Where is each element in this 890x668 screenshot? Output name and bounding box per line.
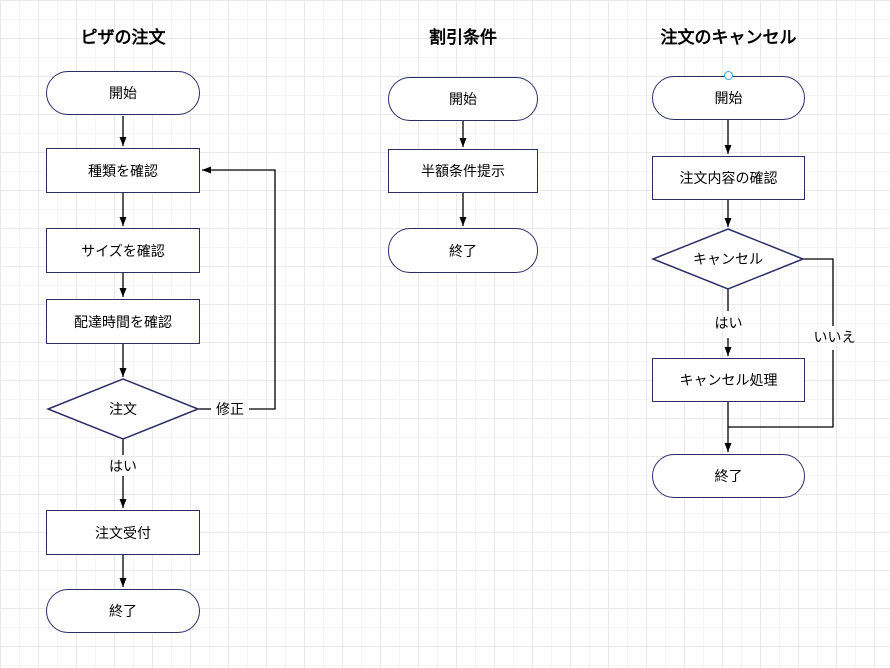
node-c3-confirm-contents[interactable]: 注文内容の確認 [652, 156, 805, 200]
edge-c3-decision-no-lower[interactable] [728, 350, 834, 428]
chart2-title[interactable]: 割引条件 [429, 28, 497, 47]
edge-label-c3-yes[interactable]: はい [714, 315, 743, 331]
node-c1-decision-order-label[interactable]: 注文 [109, 401, 137, 417]
node-c2-show-half-price[interactable]: 半額条件提示 [388, 149, 538, 193]
node-c1-start[interactable]: 開始 [46, 71, 200, 115]
node-c3-start[interactable]: 開始 [652, 76, 805, 120]
chart1-title[interactable]: ピザの注文 [80, 28, 166, 47]
edge-c1-revise-loop[interactable] [202, 166, 276, 410]
edge-label-c1-revise[interactable]: 修正 [216, 401, 244, 417]
node-c3-decision-cancel-shape[interactable] [650, 228, 806, 290]
node-c1-check-type[interactable]: 種類を確認 [46, 148, 200, 193]
node-c1-check-size[interactable]: サイズを確認 [46, 228, 200, 273]
connection-point-icon[interactable] [724, 71, 733, 80]
node-c2-start[interactable]: 開始 [388, 77, 538, 121]
node-c1-accept-order[interactable]: 注文受付 [46, 510, 200, 555]
node-c1-end[interactable]: 終了 [46, 589, 200, 633]
node-c2-end[interactable]: 終了 [388, 228, 538, 273]
node-c3-end[interactable]: 終了 [652, 454, 805, 498]
node-c1-check-delivery[interactable]: 配達時間を確認 [46, 299, 200, 344]
node-c3-decision-cancel-label[interactable]: キャンセル [693, 251, 763, 267]
edge-c3-decision-no-upper[interactable] [803, 258, 834, 326]
edge-label-c3-no[interactable]: いいえ [813, 329, 856, 345]
node-c1-decision-order-shape[interactable] [45, 378, 201, 440]
node-c3-cancel-process[interactable]: キャンセル処理 [652, 358, 805, 402]
chart3-title[interactable]: 注文のキャンセル [660, 28, 797, 47]
edge-label-c1-yes[interactable]: はい [109, 458, 137, 474]
